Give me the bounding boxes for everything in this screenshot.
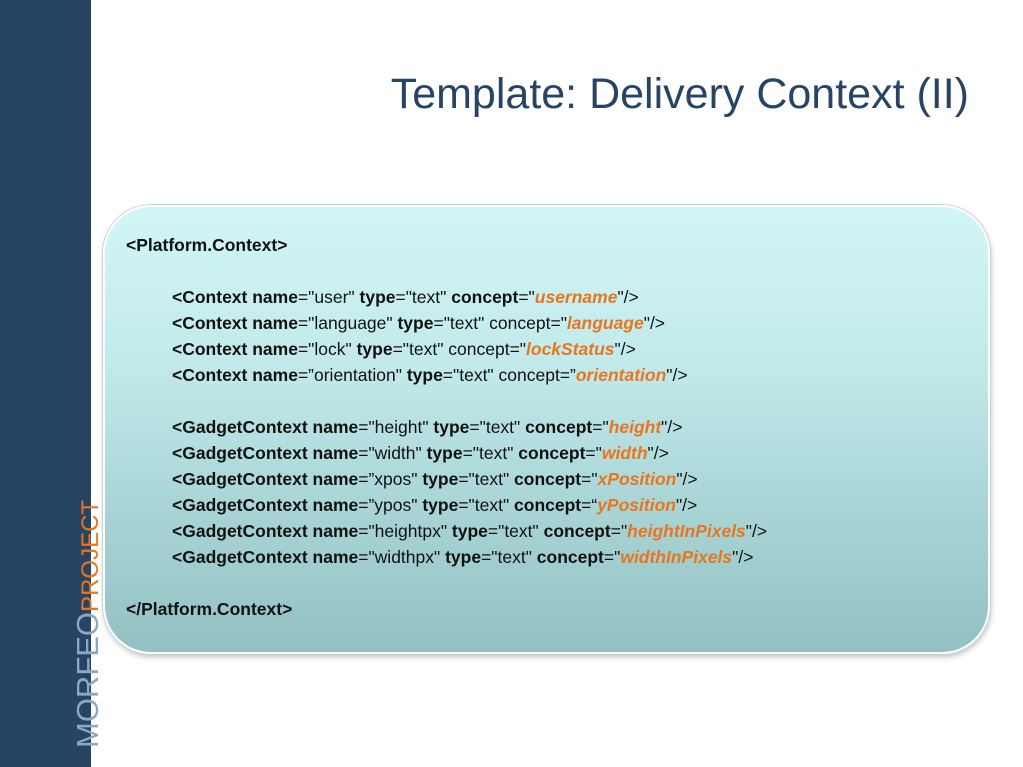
platform-context-open-tag: <Platform.Context>	[126, 235, 288, 255]
brand-sub: PROJECT	[77, 499, 104, 612]
morfeo-project-logo: MORFEOPROJECT	[70, 499, 105, 748]
gadget-context-line: <GadgetContext name="heightpx" type="tex…	[172, 521, 768, 541]
brand-main: MORFEO	[70, 611, 105, 748]
gadget-context-line: <GadgetContext name=”xpos" type="text" c…	[172, 469, 698, 489]
gadget-context-line: <GadgetContext name="height" type="text"…	[172, 417, 683, 437]
slide-title: Template: Delivery Context (II)	[390, 70, 969, 118]
blank-line	[126, 388, 767, 414]
gadget-context-line: <GadgetContext name="width" type="text" …	[172, 443, 669, 463]
platform-context-close-tag: </Platform.Context>	[126, 599, 293, 619]
blank-line	[126, 258, 767, 284]
code-block: <Platform.Context> <Context name="user" …	[126, 232, 767, 622]
context-line: <Context name="user" type="text" concept…	[172, 287, 639, 307]
context-line: <Context name=”orientation" type="text" …	[172, 365, 688, 385]
gadget-context-line: <GadgetContext name=”ypos" type="text" c…	[172, 495, 698, 515]
code-panel	[103, 205, 990, 654]
blank-line	[126, 570, 767, 596]
context-line: <Context name="lock" type="text" concept…	[172, 339, 636, 359]
context-line: <Context name="language" type="text" con…	[172, 313, 666, 333]
gadget-context-line: <GadgetContext name="widthpx" type="text…	[172, 547, 754, 567]
sidebar: MORFEOPROJECT	[0, 0, 105, 767]
